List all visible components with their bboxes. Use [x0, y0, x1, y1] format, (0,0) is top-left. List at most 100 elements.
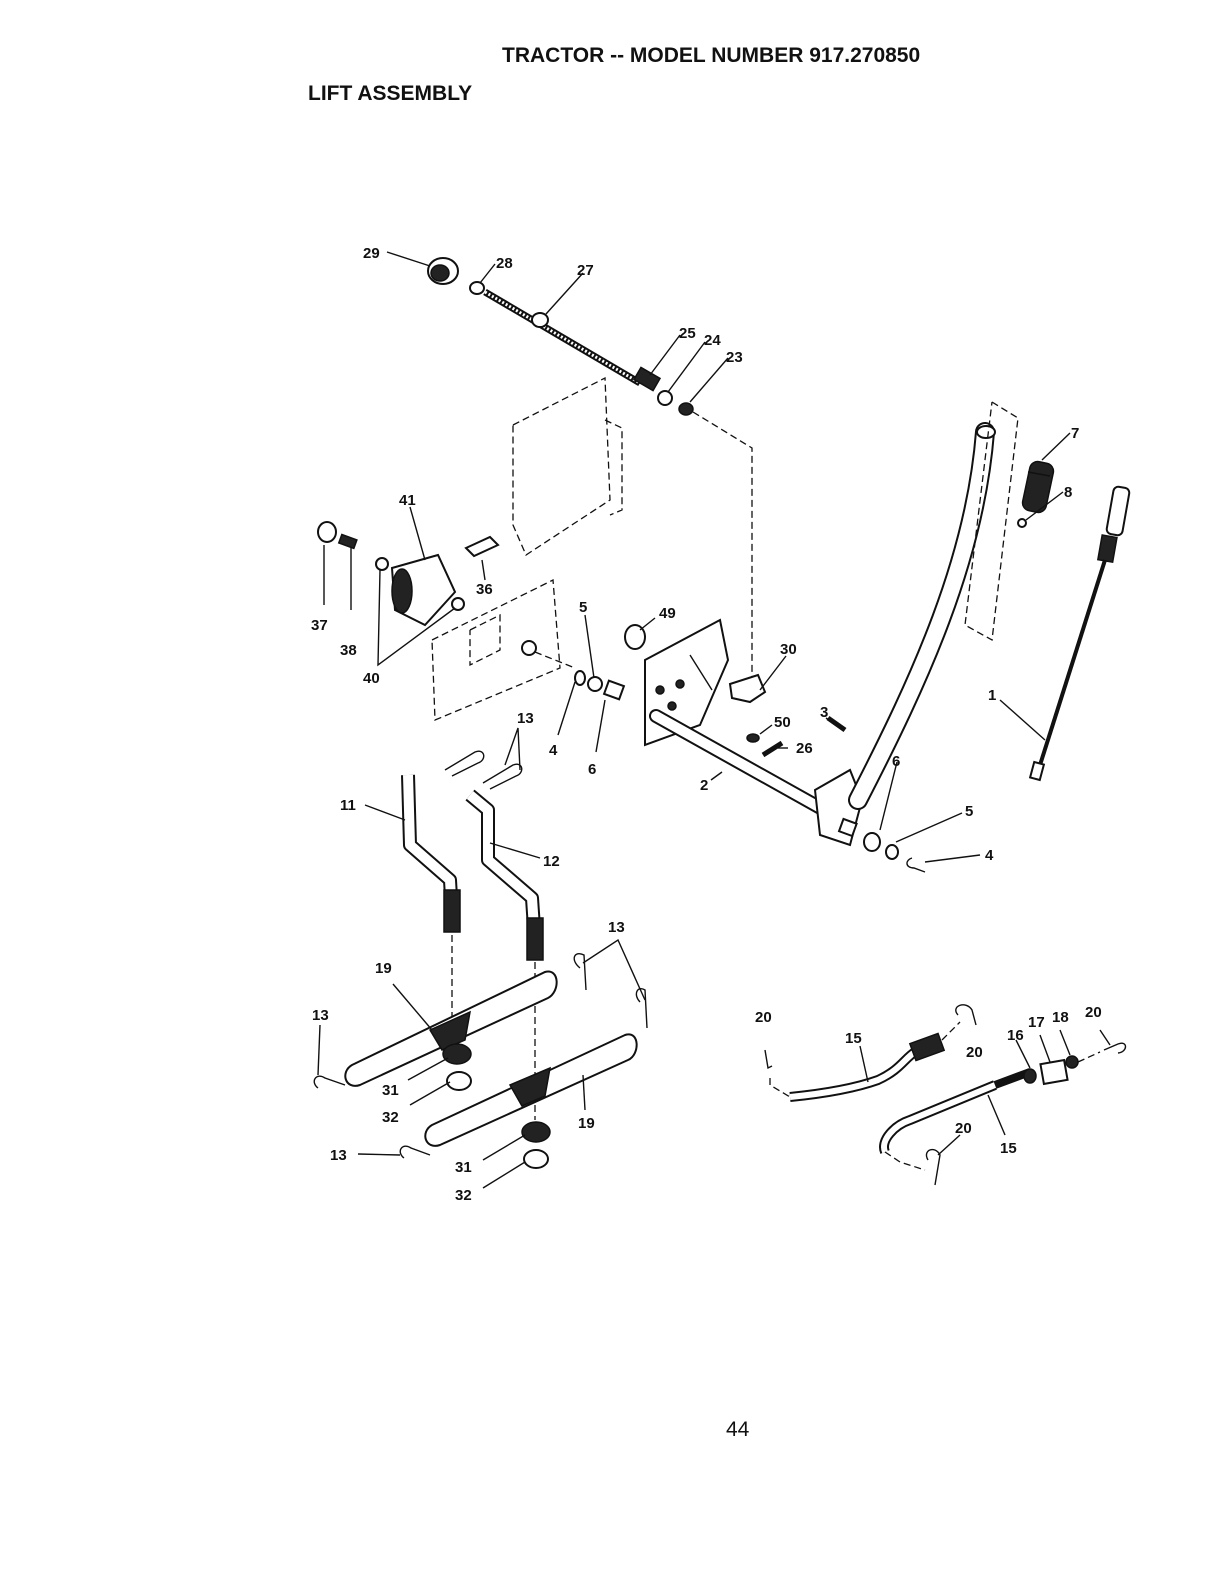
nut-part-32b: [524, 1150, 548, 1168]
bracket-hole: [668, 702, 676, 710]
callout-15-upper: 15: [845, 1030, 862, 1047]
pin-part-13b: [483, 764, 522, 789]
mounting-plate-outline: [432, 580, 560, 720]
callout-30: 30: [780, 641, 797, 658]
lift-link-part-12: [470, 795, 543, 960]
callout-40: 40: [363, 670, 380, 687]
callout-41: 41: [399, 492, 416, 509]
callout-28: 28: [496, 255, 513, 272]
handle-grip-part-7: [1021, 460, 1055, 514]
bracket-hole: [656, 686, 664, 694]
callout-20-mid: 20: [966, 1044, 983, 1061]
clip-part-4a: [575, 671, 585, 685]
ring-part-37: [318, 522, 336, 542]
callout-12: 12: [543, 853, 560, 870]
bushing-part-6a: [604, 681, 624, 700]
bushing-part-31b: [522, 1122, 550, 1142]
callout-31-upper: 31: [382, 1082, 399, 1099]
pin-part-13c: [574, 954, 586, 990]
quadrant-assembly: [318, 522, 464, 625]
lift-handle-tube: [858, 426, 995, 800]
callout-13-upper: 13: [517, 710, 534, 727]
callout-7: 7: [1071, 425, 1079, 442]
bracket-hole: [676, 680, 684, 688]
cross-shaft-part-2: [656, 716, 833, 815]
clip-part-4b: [907, 858, 925, 872]
callout-18: 18: [1052, 1009, 1069, 1026]
nut-part-32a: [447, 1072, 471, 1090]
pin-part-20c: [1104, 1043, 1126, 1053]
bolt-part-3: [828, 718, 845, 730]
callout-20-lower: 20: [955, 1120, 972, 1137]
link-rod-part-15-upper: [790, 1033, 944, 1097]
callout-8: 8: [1064, 484, 1072, 501]
nut-part-28: [470, 282, 484, 294]
callout-23: 23: [726, 349, 743, 366]
pin-part-20a: [765, 1050, 772, 1068]
callout-38: 38: [340, 642, 357, 659]
nut-part-16: [1024, 1069, 1036, 1083]
alignment-line-20c: [1078, 1052, 1100, 1062]
callout-49: 49: [659, 605, 676, 622]
callout-16: 16: [1007, 1027, 1024, 1044]
pin-part-13a: [445, 751, 484, 776]
knob-face: [431, 265, 449, 281]
callout-2: 2: [700, 777, 708, 794]
callout-1: 1: [988, 687, 996, 704]
spring-part-25: [634, 367, 660, 390]
lift-link-part-11: [408, 775, 460, 932]
washer-part-5b: [864, 833, 880, 851]
alignment-line-plate: [535, 652, 575, 668]
alignment-line-20b: [942, 1022, 960, 1040]
callout-4-right: 4: [985, 847, 994, 864]
washer-part-5a: [588, 677, 602, 691]
washer-part-40a: [376, 558, 388, 570]
callout-6-left: 6: [588, 761, 596, 778]
page-number: 44: [726, 1418, 749, 1442]
pin-part-20b: [956, 1005, 976, 1025]
callout-31-lower: 31: [455, 1159, 472, 1176]
callout-3: 3: [820, 704, 828, 721]
pin-part-13e: [314, 1076, 345, 1088]
nut-part-18: [1066, 1056, 1078, 1068]
callout-labels: 29 28 27 25 24 23 7 8 41 37 38 40 36 5 4…: [311, 245, 1102, 1204]
trunnion-part-17: [1040, 1060, 1067, 1084]
callout-17: 17: [1028, 1014, 1045, 1031]
pin-part-13d: [636, 989, 647, 1028]
callout-25: 25: [679, 325, 696, 342]
callout-6-right: 6: [892, 753, 900, 770]
callout-13-middle: 13: [608, 919, 625, 936]
bolt-part-38: [339, 535, 357, 549]
callout-4-left: 4: [549, 742, 558, 759]
leader-36: [482, 560, 485, 580]
pin-part-13f: [400, 1146, 430, 1158]
button-part-8: [1018, 519, 1026, 527]
bushing-part-31a: [443, 1044, 471, 1064]
callout-15-lower: 15: [1000, 1140, 1017, 1157]
alignment-line-15b: [885, 1152, 925, 1170]
callout-27: 27: [577, 262, 594, 279]
callout-13-left: 13: [312, 1007, 329, 1024]
callout-5-upper: 5: [579, 599, 587, 616]
frame-panel-outline: [513, 378, 622, 555]
callout-36: 36: [476, 581, 493, 598]
washer-part-4b: [886, 845, 898, 859]
callout-19-upper: 19: [375, 960, 392, 977]
callout-37: 37: [311, 617, 328, 634]
bracket-part-36: [466, 537, 498, 556]
quadrant-gear: [392, 569, 412, 613]
callout-50: 50: [774, 714, 791, 731]
adjustment-knob-assembly: [428, 258, 693, 415]
washer-part-24: [658, 391, 672, 405]
release-rod-part-1: [1030, 486, 1130, 780]
callout-29: 29: [363, 245, 380, 262]
trunnion-part-30: [730, 675, 765, 702]
callout-20-right: 20: [1085, 1004, 1102, 1021]
washer-part-50: [747, 734, 759, 742]
pin-part-26: [763, 743, 782, 755]
callout-11: 11: [340, 797, 356, 814]
callout-19-lower: 19: [578, 1115, 595, 1132]
callout-24: 24: [704, 332, 721, 349]
alignment-line-15a: [770, 1078, 790, 1097]
